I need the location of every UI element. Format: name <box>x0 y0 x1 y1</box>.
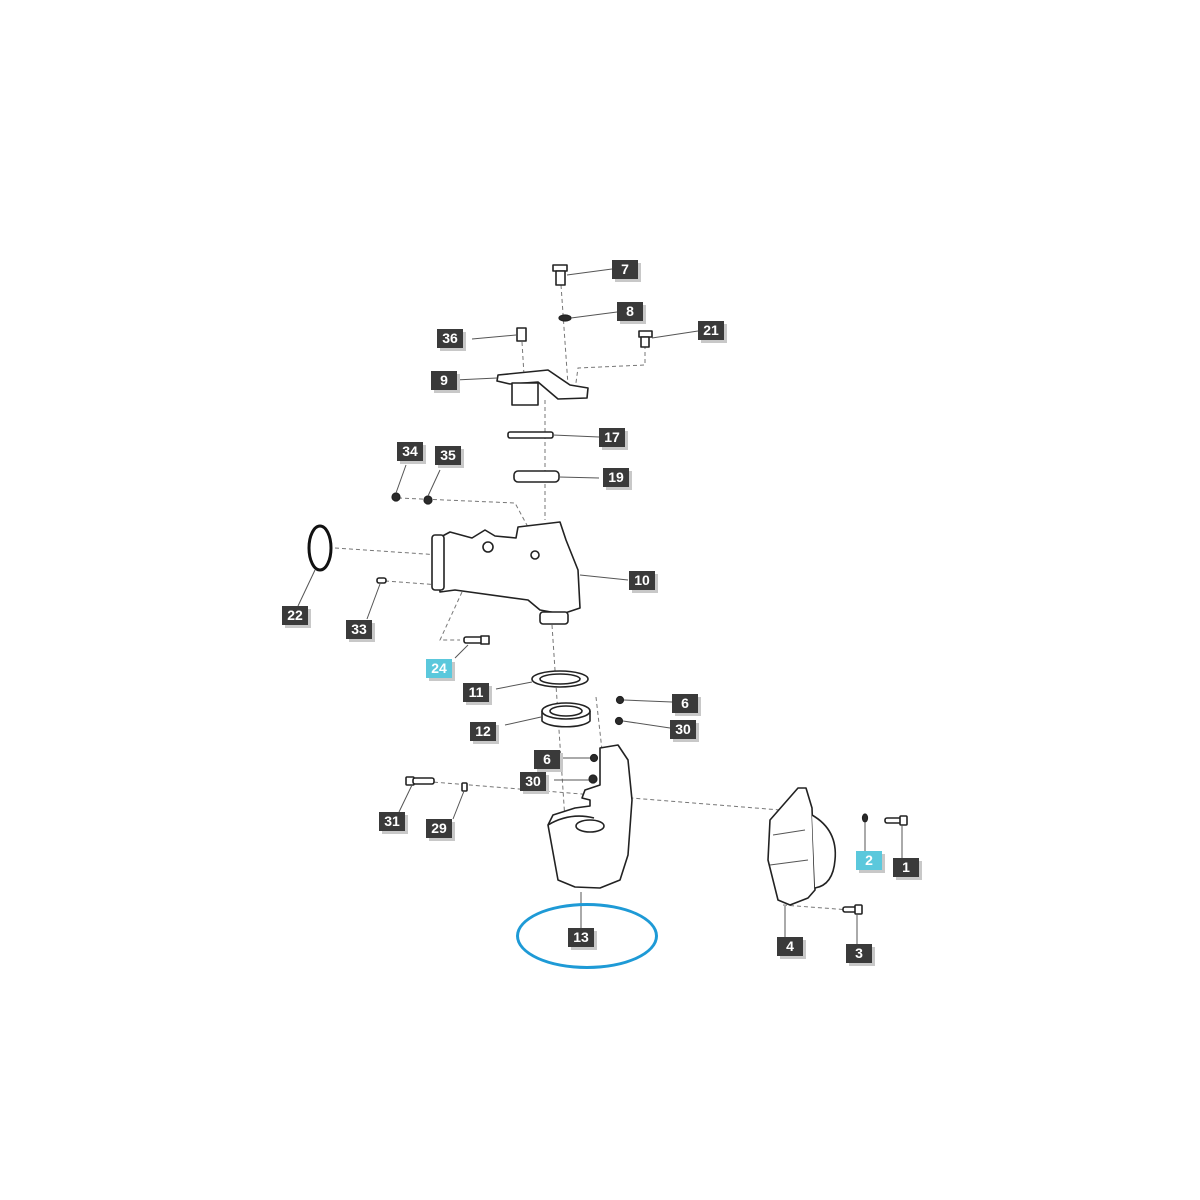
callout-17[interactable]: 17 <box>599 428 625 447</box>
part-30-washer-lower[interactable] <box>554 774 598 784</box>
part-22-o-ring[interactable] <box>297 524 333 607</box>
callout-11[interactable]: 11 <box>463 683 489 702</box>
part-24-bolt[interactable] <box>454 635 490 659</box>
callout-36[interactable]: 36 <box>437 329 463 348</box>
callout-9[interactable]: 9 <box>431 371 457 390</box>
callout-33[interactable]: 33 <box>346 620 372 639</box>
part-4-headlight-housing[interactable] <box>767 787 837 937</box>
callout-19[interactable]: 19 <box>603 468 629 487</box>
callout-12[interactable]: 12 <box>470 722 496 741</box>
part-11-seal[interactable] <box>495 670 589 690</box>
part-33-pin[interactable] <box>366 577 387 620</box>
part-35-plug[interactable] <box>423 469 441 505</box>
part-29-bushing[interactable] <box>452 782 468 820</box>
part-6-nut-upper[interactable] <box>615 695 673 705</box>
selected-part-ring <box>516 903 658 969</box>
part-36-fitting[interactable] <box>471 327 527 342</box>
callout-31[interactable]: 31 <box>379 812 405 831</box>
part-13-lower-housing[interactable] <box>547 744 633 929</box>
callout-29[interactable]: 29 <box>426 819 452 838</box>
callout-30-lower[interactable]: 30 <box>520 772 546 791</box>
callout-6-lower[interactable]: 6 <box>534 750 560 769</box>
callout-3[interactable]: 3 <box>846 944 872 963</box>
callout-24[interactable]: 24 <box>426 659 452 678</box>
part-31-bolt[interactable] <box>398 776 435 813</box>
callout-35[interactable]: 35 <box>435 446 461 465</box>
callout-4[interactable]: 4 <box>777 937 803 956</box>
part-9-steering-arm[interactable] <box>454 369 589 406</box>
part-6-nut-lower[interactable] <box>561 753 599 763</box>
callout-7[interactable]: 7 <box>612 260 638 279</box>
callout-13[interactable]: 13 <box>568 928 594 947</box>
part-12-bearing[interactable] <box>504 702 591 728</box>
callout-10[interactable]: 10 <box>629 571 655 590</box>
part-34-plug[interactable] <box>391 464 407 502</box>
part-17-ring[interactable] <box>507 431 600 439</box>
callout-21[interactable]: 21 <box>698 321 724 340</box>
part-21-bolt[interactable] <box>638 330 699 348</box>
part-10-housing[interactable] <box>431 521 629 625</box>
callout-30-upper[interactable]: 30 <box>670 720 696 739</box>
part-19-bushing[interactable] <box>513 470 600 483</box>
part-30-washer-upper[interactable] <box>614 716 671 729</box>
part-7-bolt[interactable] <box>552 264 613 286</box>
callout-2[interactable]: 2 <box>856 851 882 870</box>
callout-22[interactable]: 22 <box>282 606 308 625</box>
part-2-washer[interactable] <box>861 813 869 851</box>
callout-8[interactable]: 8 <box>617 302 643 321</box>
callout-1[interactable]: 1 <box>893 858 919 877</box>
part-8-washer[interactable] <box>558 311 618 322</box>
assembly-axes <box>334 284 851 911</box>
part-3-bolt[interactable] <box>842 904 863 945</box>
callout-6-upper[interactable]: 6 <box>672 694 698 713</box>
part-1-bolt[interactable] <box>884 815 908 858</box>
callout-34[interactable]: 34 <box>397 442 423 461</box>
